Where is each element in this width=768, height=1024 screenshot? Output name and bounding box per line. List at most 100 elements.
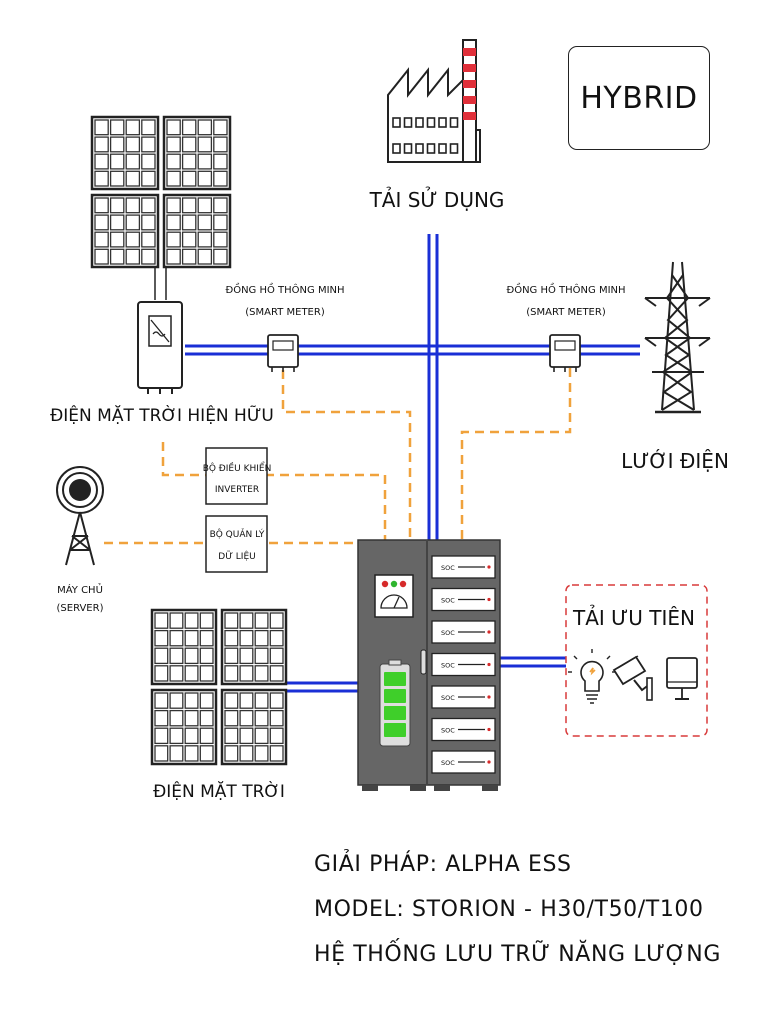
solar-cell [181, 136, 197, 153]
server-line2: (SERVER) [57, 603, 104, 614]
solar-cell [141, 153, 156, 170]
solar-cell [224, 692, 239, 709]
factory-window [449, 143, 459, 154]
solar-cell [199, 745, 214, 762]
inverter-controller-line2: INVERTER [215, 485, 259, 495]
solar-cell [213, 248, 228, 265]
solar-cell [169, 745, 184, 762]
gauge-icon [380, 594, 408, 609]
solar-cell [254, 665, 269, 682]
factory-window [438, 117, 447, 128]
solar-cell [166, 170, 181, 187]
factory-window [415, 143, 424, 154]
smart-meter-2-icon [549, 334, 581, 372]
solar-cell [94, 248, 109, 265]
priority-load-label: TẢI ƯU TIÊN [572, 605, 695, 630]
solar-cell [166, 231, 181, 248]
solar-cell [125, 231, 141, 248]
solar-cell [141, 197, 156, 214]
solar-cell [269, 745, 284, 762]
solar-cell [94, 231, 109, 248]
solar-cell [197, 231, 213, 248]
solar-cell [199, 629, 214, 647]
solar-cell [109, 231, 125, 248]
factory-window [392, 117, 401, 128]
smart-meter-1-line1: ĐỒNG HỒ THÔNG MINH [225, 282, 344, 296]
smart-meter-2-line1: ĐỒNG HỒ THÔNG MINH [506, 282, 625, 296]
solar-cell [154, 665, 169, 682]
transmission-tower-icon [644, 261, 711, 414]
solar-cell [224, 665, 239, 682]
cabinet-handle [420, 649, 427, 675]
data-lines [104, 368, 572, 545]
solar-cell [213, 153, 228, 170]
solar-cell [269, 692, 284, 709]
solar-cell [224, 727, 239, 745]
solar-cell [239, 709, 254, 727]
solar-cell [169, 612, 184, 629]
solar-cell [181, 214, 197, 231]
solar-cell [184, 629, 199, 647]
solar-cell [199, 709, 214, 727]
solar-cell [269, 612, 284, 629]
solar-cell [224, 709, 239, 727]
solar-cell [224, 745, 239, 762]
solar-cell [125, 136, 141, 153]
solar-cell [125, 153, 141, 170]
solar-cell [181, 231, 197, 248]
factory-window [403, 143, 413, 154]
factory-window [426, 117, 436, 128]
solar-cell [109, 119, 125, 136]
solar-cell [181, 153, 197, 170]
server-antenna-icon [56, 466, 104, 566]
solar-cell [169, 665, 184, 682]
footer-system: HỆ THỐNG LƯU TRỮ NĂNG LƯỢNG [314, 942, 721, 967]
solar-cell [169, 647, 184, 665]
smart-meter-2-line2: (SMART METER) [526, 307, 606, 318]
battery-module-led [487, 695, 491, 699]
data-manager-box [205, 515, 268, 573]
solar-cell [254, 709, 269, 727]
solar-cell [254, 629, 269, 647]
solar-cell [141, 248, 156, 265]
factory-window [403, 117, 413, 128]
solar-cell [184, 692, 199, 709]
solar-cell [125, 248, 141, 265]
hybrid-badge-text: HYBRID [580, 80, 698, 116]
solar-cell [169, 629, 184, 647]
solar-cell [254, 692, 269, 709]
solar-cell [141, 170, 156, 187]
solar-cell [269, 727, 284, 745]
solar-cell [109, 197, 125, 214]
solar-cell [166, 136, 181, 153]
solar-cell [94, 136, 109, 153]
battery-module-led [487, 760, 491, 764]
solar-cell [166, 248, 181, 265]
solar-cell [239, 727, 254, 745]
solar-cell [94, 170, 109, 187]
battery-module-soc-label: SOC [441, 759, 455, 767]
factory-window [426, 143, 436, 154]
solar-cell [154, 709, 169, 727]
solar-cell [141, 214, 156, 231]
solar-cell [213, 231, 228, 248]
solar-cell [239, 647, 254, 665]
solar-cell [94, 153, 109, 170]
solar-cell [109, 248, 125, 265]
priority-load-box [565, 584, 708, 737]
factory-window [438, 143, 447, 154]
solar-cell [154, 727, 169, 745]
footer-model: MODEL: STORION - H30/T50/T100 [314, 897, 704, 922]
grid-label: LƯỚI ĐIỆN [621, 449, 729, 473]
solar-cell [224, 629, 239, 647]
solar-cell [254, 727, 269, 745]
security-camera-icon [612, 655, 653, 701]
battery-module-led [487, 727, 491, 732]
solar-cell [213, 119, 228, 136]
solar-cell [184, 647, 199, 665]
solar-cell [197, 170, 213, 187]
solar-cell [224, 647, 239, 665]
factory-icon [387, 39, 481, 163]
solar-cell [184, 709, 199, 727]
